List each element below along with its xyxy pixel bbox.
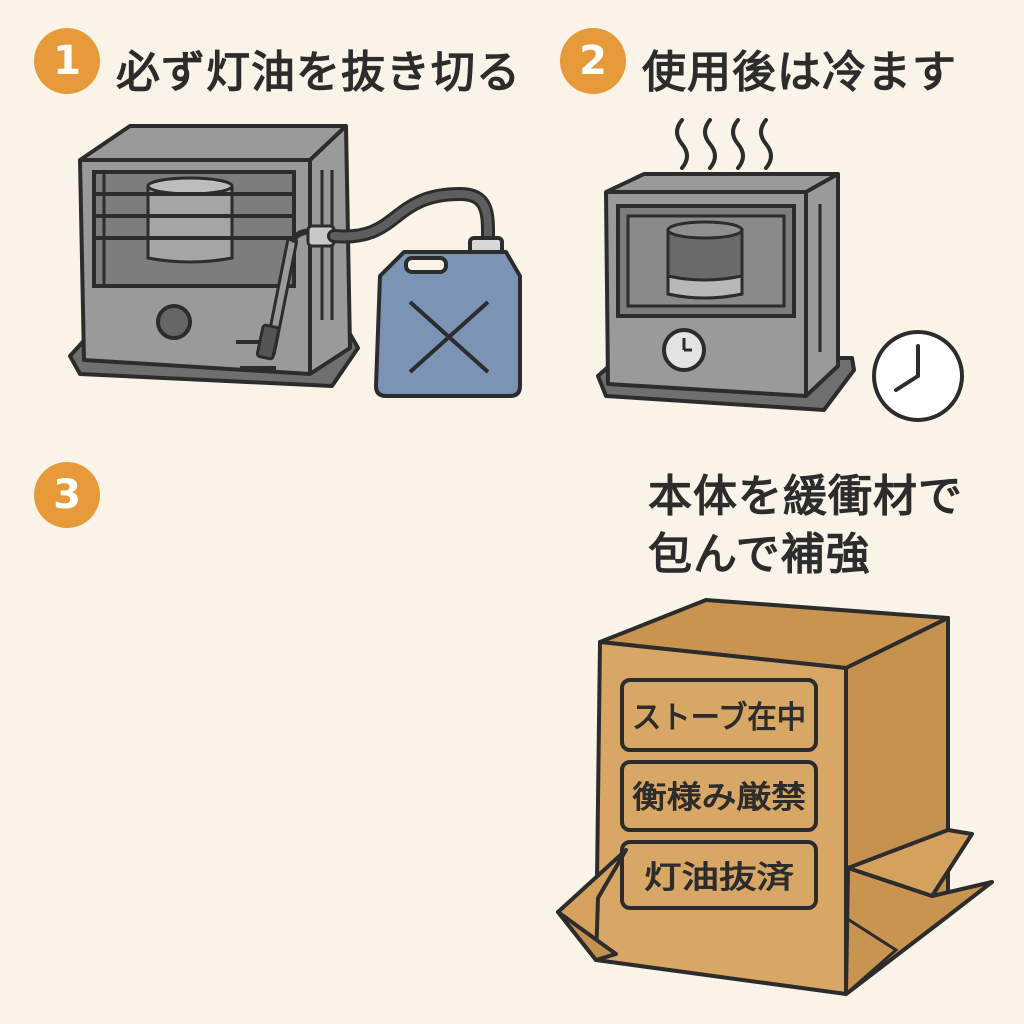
- clock-icon: [872, 330, 964, 422]
- kerosene-tank-crossed-icon: [374, 236, 522, 398]
- step-3-caption-line-1: 本体を緩衝材で: [648, 471, 963, 522]
- kerosene-heater-siphon-icon: [68, 124, 496, 388]
- step-3-caption-line-2: 包んで補強: [648, 529, 871, 580]
- step-1-title: 必ず灯油を抜き切る: [116, 47, 521, 98]
- cardboard-box-icon: ストーブ在中 衡様み厳禁 灯油抜済: [556, 598, 994, 996]
- box-label-handle-care: 衡様み厳禁: [632, 780, 806, 816]
- step-2-badge: 2: [560, 28, 626, 94]
- step-3-badge: 3: [34, 462, 100, 528]
- box-label-kerosene-drained: 灯油抜済: [644, 860, 795, 896]
- heater-cooling-icon: [596, 118, 856, 412]
- step-2-title: 使用後は冷ます: [642, 47, 957, 98]
- box-label-stove-inside: ストーブ在中: [632, 700, 806, 736]
- step-1-badge: 1: [34, 28, 100, 94]
